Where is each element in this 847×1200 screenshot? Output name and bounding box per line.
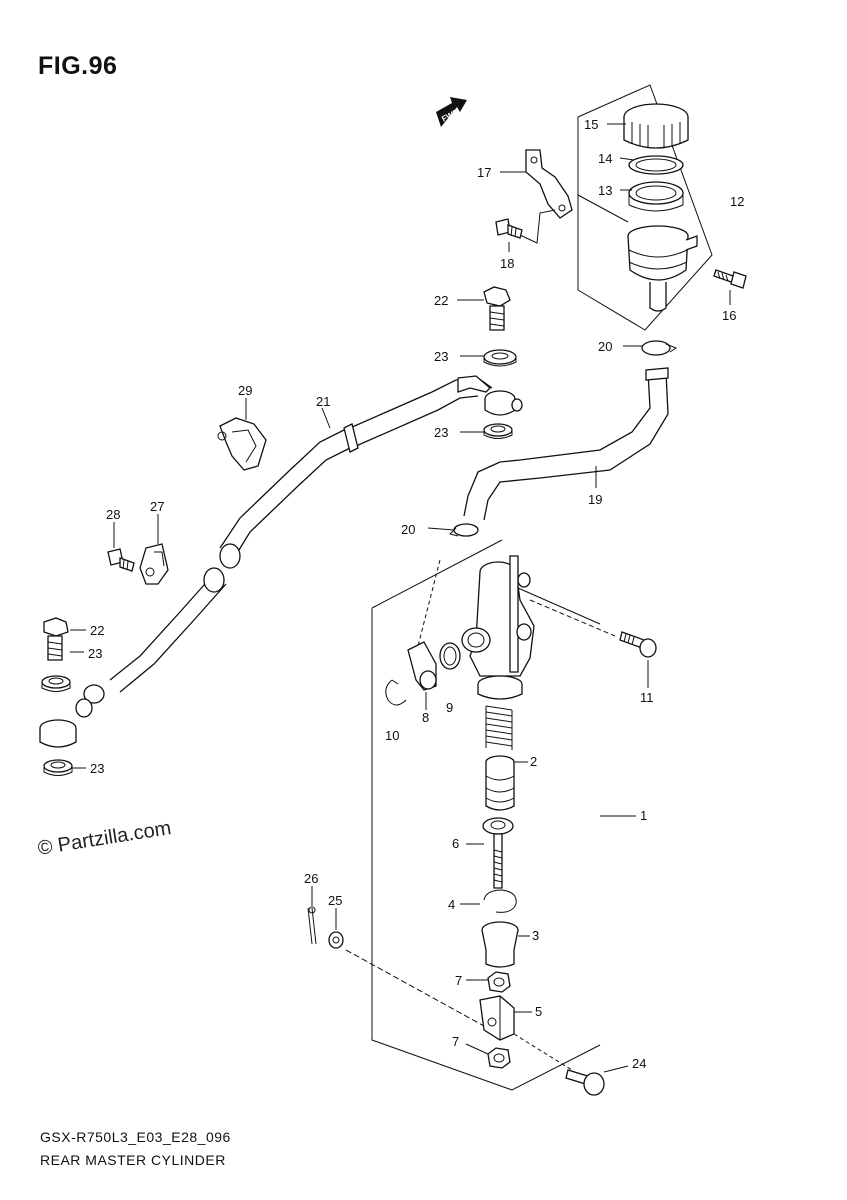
washer-23-left-top (41, 675, 71, 692)
callout-16: 16 (722, 308, 736, 323)
callout-25: 25 (328, 893, 342, 908)
screw-11 (619, 631, 657, 658)
figure-name: REAR MASTER CYLINDER (40, 1152, 226, 1168)
banjo-fitting-left (39, 719, 77, 748)
circlip-4 (483, 889, 517, 913)
pin-24 (565, 1069, 605, 1096)
hose-connector-8 (407, 641, 437, 691)
pushrod-6 (482, 817, 514, 889)
leader-lines (70, 123, 731, 1073)
circlip-10 (385, 679, 407, 706)
banjo-fitting-top (484, 390, 523, 416)
callout-14: 14 (598, 151, 612, 166)
callout-8: 8 (422, 710, 429, 725)
callout-4: 4 (448, 897, 455, 912)
callout-15: 15 (584, 117, 598, 132)
callout-17: 17 (477, 165, 491, 180)
figure-title: FIG.96 (38, 52, 118, 80)
washer-25 (328, 931, 344, 949)
o-ring-9 (439, 642, 461, 670)
hose-21 (75, 375, 493, 718)
callout-23-mid: 23 (434, 425, 448, 440)
washer-23-mid (483, 423, 513, 439)
bracket-17 (519, 149, 573, 244)
hose-19 (463, 367, 669, 521)
callout-29: 29 (238, 383, 252, 398)
callout-7-lower: 7 (452, 1034, 459, 1049)
hose-clip-20-bottom (449, 523, 479, 537)
washer-23-top (483, 349, 517, 367)
callout-20-top: 20 (598, 339, 612, 354)
hose-clip-20-top (641, 340, 678, 356)
clamp-29 (217, 417, 267, 471)
master-cylinder-box (371, 539, 601, 1091)
union-bolt-22-left (43, 617, 69, 661)
callout-22-left: 22 (90, 623, 104, 638)
clamp-27 (139, 543, 169, 585)
callout-10: 10 (385, 728, 399, 743)
callout-23-top: 23 (434, 349, 448, 364)
nut-7-upper (487, 971, 511, 993)
callout-11: 11 (640, 690, 654, 705)
clevis-5 (479, 995, 515, 1041)
callout-18: 18 (500, 256, 514, 271)
bolt-16 (713, 269, 747, 289)
callout-23-left-bottom: 23 (90, 761, 104, 776)
callout-28: 28 (106, 507, 120, 522)
nut-7-lower (487, 1047, 511, 1069)
callout-3: 3 (532, 928, 539, 943)
washer-23-left-bottom (43, 759, 73, 776)
callout-12: 12 (730, 194, 744, 209)
figure-code: GSX-R750L3_E03_E28_096 (40, 1129, 231, 1145)
callout-23-left-top: 23 (88, 646, 102, 661)
master-cylinder-body (461, 555, 535, 700)
callout-1: 1 (640, 808, 647, 823)
callout-22-top: 22 (434, 293, 448, 308)
callout-6: 6 (452, 836, 459, 851)
bolt-28 (107, 548, 135, 572)
callout-20-bottom: 20 (401, 522, 415, 537)
callout-13: 13 (598, 183, 612, 198)
reservoir-assembly-box (577, 84, 713, 331)
callout-2: 2 (530, 754, 537, 769)
forward-arrow-icon: FWD (436, 97, 467, 127)
callout-19: 19 (588, 492, 602, 507)
callout-7-upper: 7 (455, 973, 462, 988)
callout-27: 27 (150, 499, 164, 514)
bolt-18 (495, 218, 523, 239)
callout-21: 21 (316, 394, 330, 409)
callout-26: 26 (304, 871, 318, 886)
cotter-pin-26 (307, 906, 317, 945)
callout-5: 5 (535, 1004, 542, 1019)
piston-2 (485, 755, 515, 811)
spring-2 (485, 705, 513, 750)
union-bolt-22-top (483, 286, 511, 331)
boot-3 (481, 921, 519, 968)
callout-9: 9 (446, 700, 453, 715)
callout-24: 24 (632, 1056, 646, 1071)
